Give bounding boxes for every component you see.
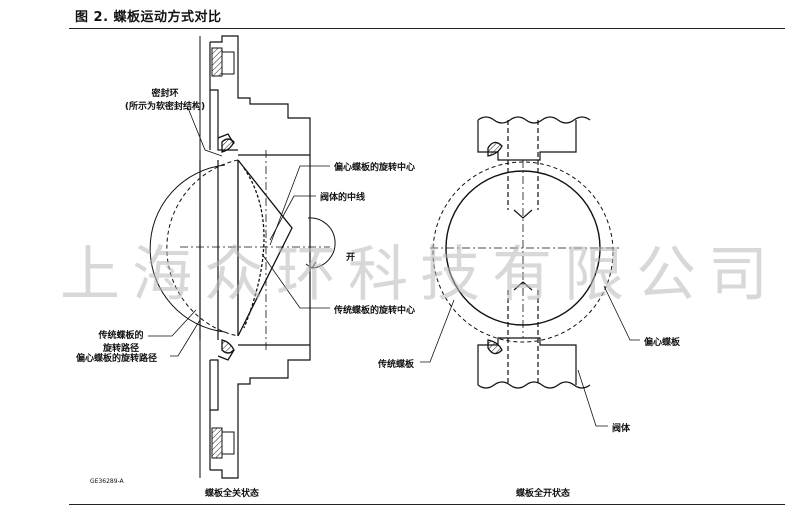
label-seal-ring-line2: (所示为软密封结构) (124, 102, 206, 112)
closed-seal-ring-top (217, 133, 235, 153)
bottom-rule (69, 504, 785, 505)
centerlines (180, 150, 330, 350)
open-centerlines (430, 160, 620, 338)
label-eccentric-disc: 偏心蝶板 (644, 338, 681, 348)
rotation-paths (149, 159, 336, 337)
closed-seal-ring-bottom (217, 339, 235, 361)
label-seal-ring-line1: 密封环 (151, 89, 179, 99)
figure-title: 图 2. 蝶板运动方式对比 (75, 10, 222, 25)
lower-bolt (211, 427, 235, 459)
upper-bolt (211, 47, 235, 77)
leader-lines-closed (148, 107, 330, 357)
leader-lines-open (420, 285, 640, 427)
label-eccentric-path: 偏心蝶板的旋转路径 (76, 354, 158, 364)
label-seal-ring: 密封环 (所示为软密封结构) (120, 86, 210, 112)
closed-valve-body (199, 35, 311, 479)
label-traditional-path-line1: 传统蝶板的 (98, 331, 144, 341)
label-traditional-disc: 传统蝶板 (378, 360, 415, 370)
label-open-state: 蝶板全开状态 (516, 489, 571, 499)
label-traditional-center: 传统蝶板的旋转中心 (334, 306, 416, 316)
label-traditional-path: 传统蝶板的 旋转路径 (86, 328, 156, 354)
label-closed-state: 蝶板全关状态 (205, 489, 260, 499)
doc-code: GE36289-A (90, 478, 124, 485)
top-rule (69, 28, 785, 29)
label-valve-body: 阀体 (612, 424, 631, 434)
open-valve-body (477, 116, 591, 389)
watermark-text: 上海众环科技有限公司 (60, 240, 780, 310)
label-open: 开 (346, 253, 356, 263)
label-traditional-path-line2: 旋转路径 (102, 344, 139, 354)
closed-disc (237, 159, 293, 337)
label-body-centerline: 阀体的中线 (320, 193, 366, 203)
open-seal-ring-top (487, 141, 503, 157)
label-eccentric-center: 偏心蝶板的旋转中心 (334, 163, 416, 173)
open-seal-ring-bottom (487, 339, 503, 355)
